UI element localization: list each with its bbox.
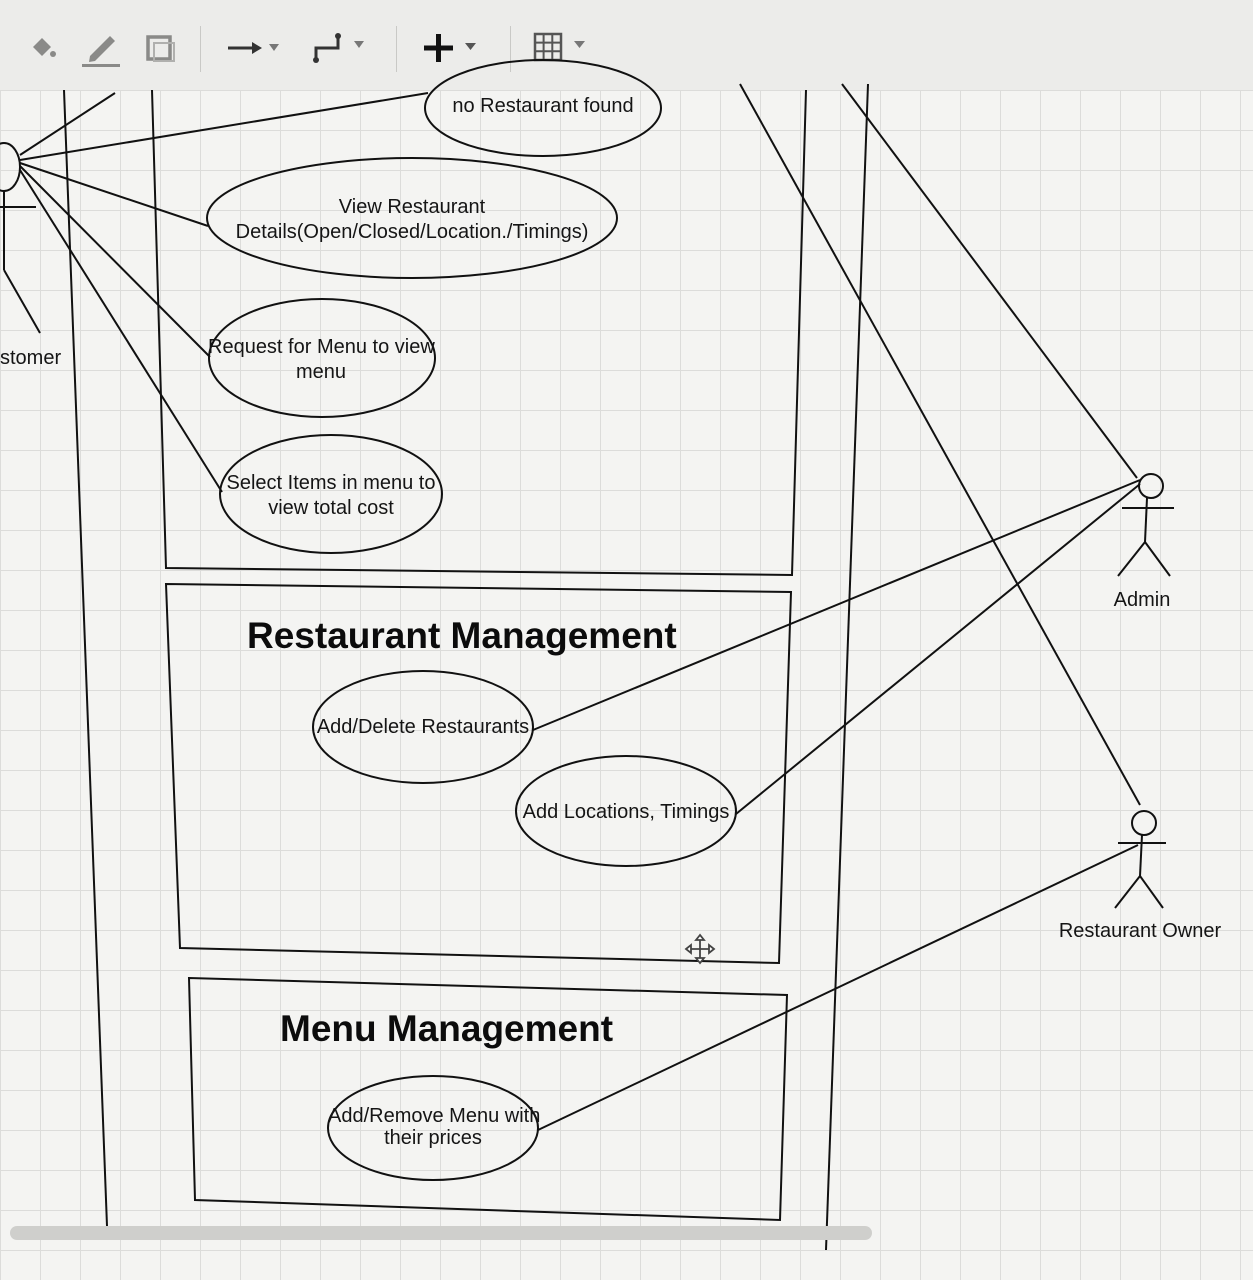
usecase-add-delete-restaurants[interactable]	[312, 670, 534, 784]
package-title-menu-management: Menu Management	[280, 1008, 614, 1049]
toolbar-separator	[396, 26, 397, 72]
menu-management-box	[187, 976, 789, 1222]
assoc-admin-top-usecase	[841, 83, 1138, 479]
usecase-request-menu[interactable]	[208, 298, 436, 418]
waypoint-icon[interactable]	[308, 28, 374, 68]
square-icon[interactable]	[142, 28, 178, 68]
restaurant-management-box	[164, 582, 793, 965]
usecase-select-items[interactable]	[219, 434, 443, 554]
usecase-label: Add Locations, Timings	[522, 801, 730, 823]
usecase-label: Request for Menu to view	[208, 336, 435, 358]
actor-label-admin: Admin	[1113, 589, 1171, 611]
owner-actor-leg-left	[1114, 875, 1141, 909]
usecase-label: Select Items in menu to	[226, 472, 436, 494]
system-boundary-left	[63, 89, 108, 1227]
owner-actor-body	[1139, 834, 1143, 877]
system-boundary-right	[825, 83, 869, 1251]
assoc-customer-no-restaurant	[19, 92, 429, 161]
usecase-label: their prices	[384, 1127, 482, 1149]
customer-actor-leg	[3, 269, 41, 334]
assoc-customer-select-items	[19, 169, 223, 493]
usecase-label: menu	[295, 361, 347, 383]
usecase-add-remove-menu[interactable]	[327, 1075, 539, 1181]
owner-actor-head[interactable]	[1131, 810, 1157, 836]
paint-bucket-icon[interactable]	[24, 28, 64, 68]
usecase-view-restaurant-details[interactable]	[206, 157, 618, 279]
usecase-label: Add/Delete Restaurants	[316, 716, 530, 738]
admin-actor-head[interactable]	[1138, 473, 1164, 499]
owner-actor-leg-right	[1139, 875, 1164, 909]
usecase-label: Details(Open/Closed/Location./Timings)	[235, 221, 589, 243]
diagram-canvas[interactable]	[0, 90, 1253, 1280]
actor-label-restaurant-owner: Restaurant Owner	[1058, 920, 1222, 942]
admin-actor-leg-left	[1117, 541, 1146, 577]
assoc-customer-view-details	[19, 162, 209, 227]
toolbar-separator	[200, 26, 201, 72]
assoc-admin-add-locations	[735, 483, 1141, 815]
usecase-label: View Restaurant	[338, 196, 486, 218]
admin-actor-leg-right	[1144, 541, 1171, 577]
horizontal-scrollbar[interactable]	[10, 1226, 872, 1240]
usecase-add-locations-timings[interactable]	[515, 755, 737, 867]
package-title-restaurant-management: Restaurant Management	[247, 615, 677, 656]
admin-actor-body	[1144, 497, 1148, 543]
assoc-admin-add-delete	[532, 479, 1141, 731]
move-cursor-icon	[684, 933, 716, 965]
usecase-label: Add/Remove Menu with	[328, 1105, 541, 1127]
customer-package-box	[151, 89, 807, 577]
assoc-customer-offscreen	[19, 92, 116, 156]
assoc-owner-top-usecase	[739, 83, 1141, 806]
assoc-owner-add-remove-menu	[537, 844, 1139, 1131]
assoc-customer-request-menu	[19, 165, 211, 358]
plus-icon[interactable]	[418, 28, 488, 68]
usecase-no-restaurant-found[interactable]	[424, 59, 662, 157]
toolbar-separator	[510, 26, 511, 72]
usecase-label: no Restaurant found	[452, 95, 634, 117]
customer-actor-head[interactable]	[0, 142, 21, 192]
arrow-right-icon[interactable]	[222, 28, 288, 68]
actor-label-customer: stomer	[0, 347, 62, 369]
pencil-icon[interactable]	[80, 28, 124, 68]
usecase-label: view total cost	[268, 497, 394, 519]
